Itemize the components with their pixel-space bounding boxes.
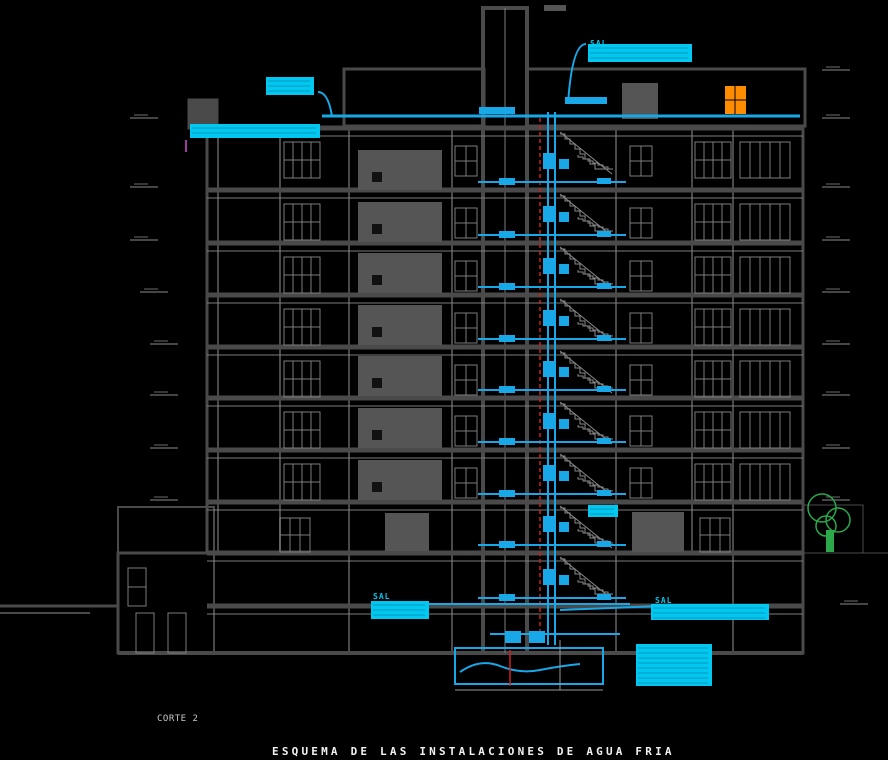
left-annex xyxy=(117,506,215,554)
branch-node-0 xyxy=(499,178,515,185)
room-mark-3 xyxy=(372,327,382,337)
annotation-block-1 xyxy=(190,124,320,138)
door-basement-3 xyxy=(167,612,187,654)
branch-node-2 xyxy=(499,283,515,290)
branch-end-1 xyxy=(597,231,611,237)
room-fills xyxy=(358,83,746,552)
room-mark-1 xyxy=(372,224,382,234)
branch-end-2 xyxy=(597,283,611,289)
branch-end-4 xyxy=(597,386,611,392)
win-far-0 xyxy=(739,141,791,179)
room-block-6 xyxy=(358,460,442,500)
branch-node-7 xyxy=(499,541,515,548)
branch-valve-5 xyxy=(559,419,569,429)
building-structure xyxy=(0,6,888,655)
sal-label-left: SAL xyxy=(373,592,391,601)
annotation-block-5 xyxy=(636,644,712,686)
stair-diag-8 xyxy=(559,556,613,600)
branch-meter-3 xyxy=(543,310,555,326)
level-marks xyxy=(130,66,868,605)
branch-node-5 xyxy=(499,438,515,445)
room-block-3 xyxy=(358,305,442,345)
roof-room-fill xyxy=(622,83,658,119)
branch-meter-6 xyxy=(543,465,555,481)
branch-valve-8 xyxy=(559,575,569,585)
branch-node-1 xyxy=(499,231,515,238)
room-mark-0 xyxy=(372,172,382,182)
roof-sal-curve xyxy=(567,43,587,105)
room-block-5 xyxy=(358,408,442,448)
win-far-1 xyxy=(739,203,791,241)
branch-valve-7 xyxy=(559,522,569,532)
branch-valve-2 xyxy=(559,264,569,274)
room-block-ground xyxy=(385,513,429,551)
room-block-ground-r xyxy=(632,512,684,552)
shaft-top-detail xyxy=(544,5,566,11)
cistern-water xyxy=(459,662,581,673)
roof-pipe-curve xyxy=(317,91,333,117)
branch-meter-7 xyxy=(543,516,555,532)
branch-meter-0 xyxy=(543,153,555,169)
pump-2 xyxy=(529,631,545,643)
branch-node-8 xyxy=(499,594,515,601)
branch-valve-3 xyxy=(559,316,569,326)
stair-diag-0 xyxy=(559,131,613,175)
stair-diag-6 xyxy=(559,453,613,497)
room-block-2 xyxy=(358,253,442,293)
stair-diag-3 xyxy=(559,298,613,342)
branch-end-8 xyxy=(597,594,611,600)
room-mark-5 xyxy=(372,430,382,440)
sal-label-roof: SAL xyxy=(590,39,608,48)
win-far-3 xyxy=(739,308,791,346)
branch-node-6 xyxy=(499,490,515,497)
room-block-0 xyxy=(358,150,442,190)
branch-node-4 xyxy=(499,386,515,393)
annotation-block-4 xyxy=(651,604,769,620)
branch-node-3 xyxy=(499,335,515,342)
branch-meter-5 xyxy=(543,413,555,429)
room-mark-6 xyxy=(372,482,382,492)
door-basement-2 xyxy=(135,612,155,654)
branch-valve-4 xyxy=(559,367,569,377)
win-far-5 xyxy=(739,411,791,449)
branch-valve-1 xyxy=(559,212,569,222)
pump-1 xyxy=(505,631,521,643)
room-mark-2 xyxy=(372,275,382,285)
branch-valve-0 xyxy=(559,159,569,169)
section-label: CORTE 2 xyxy=(157,714,199,724)
branch-end-7 xyxy=(597,541,611,547)
branch-end-5 xyxy=(597,438,611,444)
win-far-2 xyxy=(739,256,791,294)
stair-diag-2 xyxy=(559,246,613,290)
stair-diag-1 xyxy=(559,193,613,237)
basement-main-right xyxy=(559,605,661,611)
win-far-6 xyxy=(739,463,791,501)
cistern xyxy=(454,647,604,685)
sal-label-right: SAL xyxy=(655,596,673,605)
tree-trunk xyxy=(826,530,834,552)
branch-end-6 xyxy=(597,490,611,496)
branch-meter-4 xyxy=(543,361,555,377)
annotation-block-6 xyxy=(588,505,618,517)
branch-end-3 xyxy=(597,335,611,341)
tree-crown-2 xyxy=(825,507,851,533)
roof-parapet-left xyxy=(187,98,219,130)
branch-meter-1 xyxy=(543,206,555,222)
roof-valve-bar xyxy=(565,97,607,104)
misc-details xyxy=(455,5,851,691)
drawing-title: ESQUEMA DE LAS INSTALACIONES DE AGUA FRI… xyxy=(272,745,675,758)
room-block-1 xyxy=(358,202,442,242)
branch-meter-2 xyxy=(543,258,555,274)
branch-meter-8 xyxy=(543,569,555,585)
roof-tank-bar xyxy=(479,107,515,114)
branch-end-0 xyxy=(597,178,611,184)
window-grids xyxy=(127,141,791,654)
win-far-4 xyxy=(739,360,791,398)
annotation-blocks xyxy=(185,44,769,686)
room-mark-4 xyxy=(372,378,382,388)
stair-diag-5 xyxy=(559,401,613,445)
room-block-4 xyxy=(358,356,442,396)
branch-valve-6 xyxy=(559,471,569,481)
